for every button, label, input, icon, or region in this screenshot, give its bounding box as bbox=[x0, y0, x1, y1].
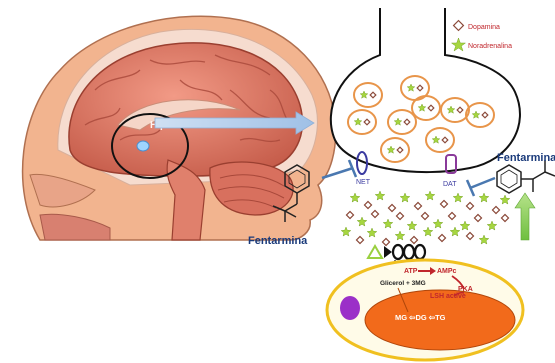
noradrenaline-star-icon bbox=[479, 193, 489, 202]
legend-label-noradrenaline: Noradrenalina bbox=[468, 43, 512, 50]
lipolysis-chain-label: MG ⇦DG ⇦TG bbox=[395, 313, 446, 322]
dopamine-diamond-icon bbox=[410, 236, 417, 243]
pka-label: PKA bbox=[458, 286, 473, 293]
hypothalamus-spot bbox=[137, 141, 149, 151]
dopamine-diamond-icon bbox=[388, 204, 395, 211]
dopamine-diamond-icon bbox=[421, 212, 428, 219]
stimulation-arrow-icon bbox=[515, 193, 535, 240]
noradrenaline-star-icon bbox=[425, 191, 435, 200]
legend-label-dopamine: Dopamina bbox=[468, 24, 500, 31]
inhibition-right bbox=[467, 178, 495, 196]
noradrenaline-star-icon bbox=[407, 221, 417, 230]
noradrenaline-star-icon bbox=[423, 227, 433, 236]
noradrenaline-star-icon bbox=[460, 221, 470, 230]
lsh-active-label: LSH active bbox=[430, 293, 466, 300]
fentermina-label-right: Fentarmina bbox=[497, 152, 555, 164]
dopamine-diamond-icon bbox=[414, 202, 421, 209]
dopamine-diamond-icon bbox=[371, 210, 378, 217]
noradrenaline-star-icon bbox=[487, 221, 497, 230]
net-label: NET bbox=[356, 179, 371, 186]
noradrenaline-star-icon bbox=[400, 193, 410, 202]
dopamine-diamond-icon bbox=[356, 236, 363, 243]
dopamine-diamond-icon bbox=[396, 212, 403, 219]
noradrenaline-star-icon bbox=[453, 193, 463, 202]
noradrenaline-star-icon bbox=[341, 227, 351, 236]
dopamine-diamond-icon bbox=[492, 206, 499, 213]
noradrenaline-star-icon bbox=[500, 195, 510, 204]
violet-vesicle bbox=[340, 296, 360, 320]
noradrenaline-star-icon bbox=[350, 193, 360, 202]
dat-label: DAT bbox=[443, 181, 457, 188]
dopamine-diamond-icon bbox=[474, 214, 481, 221]
noradrenaline-star-icon bbox=[375, 191, 385, 200]
phentermine-molecule-right bbox=[497, 160, 555, 193]
legend-noradrenaline: Noradrenalina bbox=[452, 38, 513, 51]
dopamine-diamond-icon bbox=[466, 232, 473, 239]
dopamine-diamond-icon bbox=[364, 201, 371, 208]
dopamine-diamond-icon bbox=[466, 202, 473, 209]
dopamine-diamond-icon bbox=[448, 212, 455, 219]
synaptic-cleft-neurotransmitters bbox=[341, 191, 510, 246]
noradrenaline-star-icon bbox=[367, 228, 377, 237]
atp-label: ATP bbox=[404, 268, 418, 275]
noradrenaline-star-icon bbox=[357, 217, 367, 226]
presynaptic-terminal bbox=[331, 8, 520, 172]
legend: Dopamina Noradrenalina bbox=[452, 21, 513, 51]
dopamine-diamond-icon bbox=[501, 214, 508, 221]
glycerol-label: Glicerol + 3MG bbox=[380, 280, 426, 287]
star-icon bbox=[452, 38, 466, 51]
noradrenaline-star-icon bbox=[479, 235, 489, 244]
noradrenaline-star-icon bbox=[383, 219, 393, 228]
dopamine-diamond-icon bbox=[438, 234, 445, 241]
fentermina-label-left: Fentarmina bbox=[248, 235, 308, 247]
ampc-label: AMPc bbox=[437, 268, 457, 275]
noradrenaline-star-icon bbox=[395, 231, 405, 240]
dopamine-diamond-icon bbox=[346, 211, 353, 218]
dopamine-diamond-icon bbox=[382, 238, 389, 245]
legend-dopamine: Dopamina bbox=[454, 21, 500, 31]
noradrenaline-star-icon bbox=[433, 219, 443, 228]
dopamine-diamond-icon bbox=[440, 200, 447, 207]
noradrenaline-star-icon bbox=[450, 227, 460, 236]
